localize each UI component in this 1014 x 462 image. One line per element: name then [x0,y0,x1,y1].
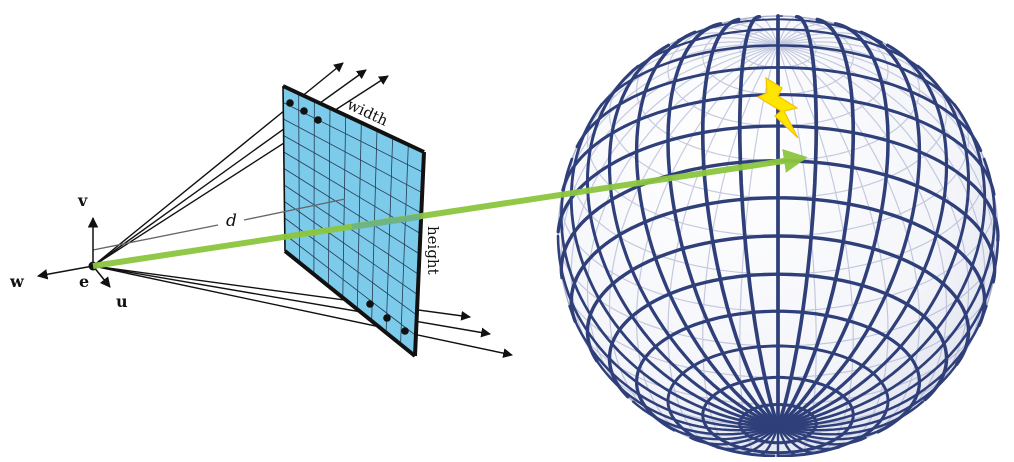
camera-axes [38,218,110,287]
label-u: u [116,292,128,311]
label-d: d [226,211,237,231]
label-w: w [9,272,25,291]
sphere [558,16,998,456]
label-v: v [77,191,88,210]
label-height: height [424,226,442,275]
label-e: e [79,272,89,291]
